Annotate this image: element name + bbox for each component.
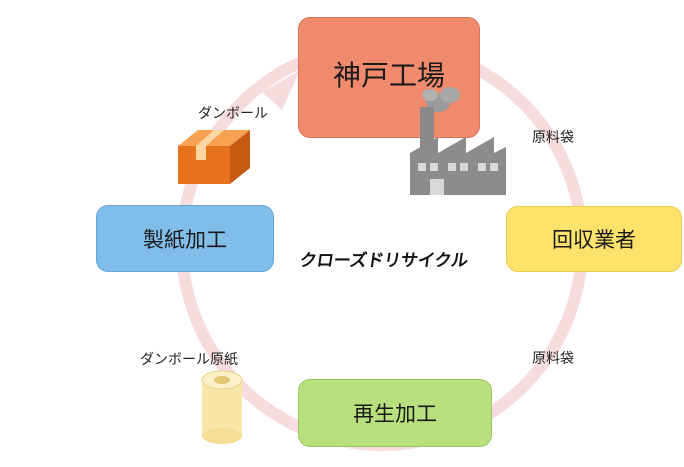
cardboard-box-icon	[178, 130, 250, 184]
center-label: クローズドリサイクル	[298, 251, 470, 271]
cardboard-label: ダンボール	[198, 106, 268, 122]
paper-roll-icon	[201, 370, 243, 444]
cardboard-base-paper-label: ダンボール原紙	[140, 352, 238, 368]
cycle-arrowhead	[262, 70, 300, 110]
collector-node-label: 回収業者	[552, 228, 636, 252]
factory-icon	[410, 87, 506, 195]
recycle-node: 再生加工	[298, 379, 492, 447]
bags-label-top: 原料袋	[532, 130, 574, 146]
collector-node: 回収業者	[506, 206, 682, 272]
factory-node: 神戸工場	[298, 17, 480, 138]
bags-label-bottom: 原料袋	[532, 351, 574, 367]
recycle-node-label: 再生加工	[353, 402, 437, 426]
papermaking-node-label: 製紙加工	[143, 227, 227, 252]
factory-node-label: 神戸工場	[332, 58, 445, 92]
papermaking-node: 製紙加工	[96, 205, 274, 272]
